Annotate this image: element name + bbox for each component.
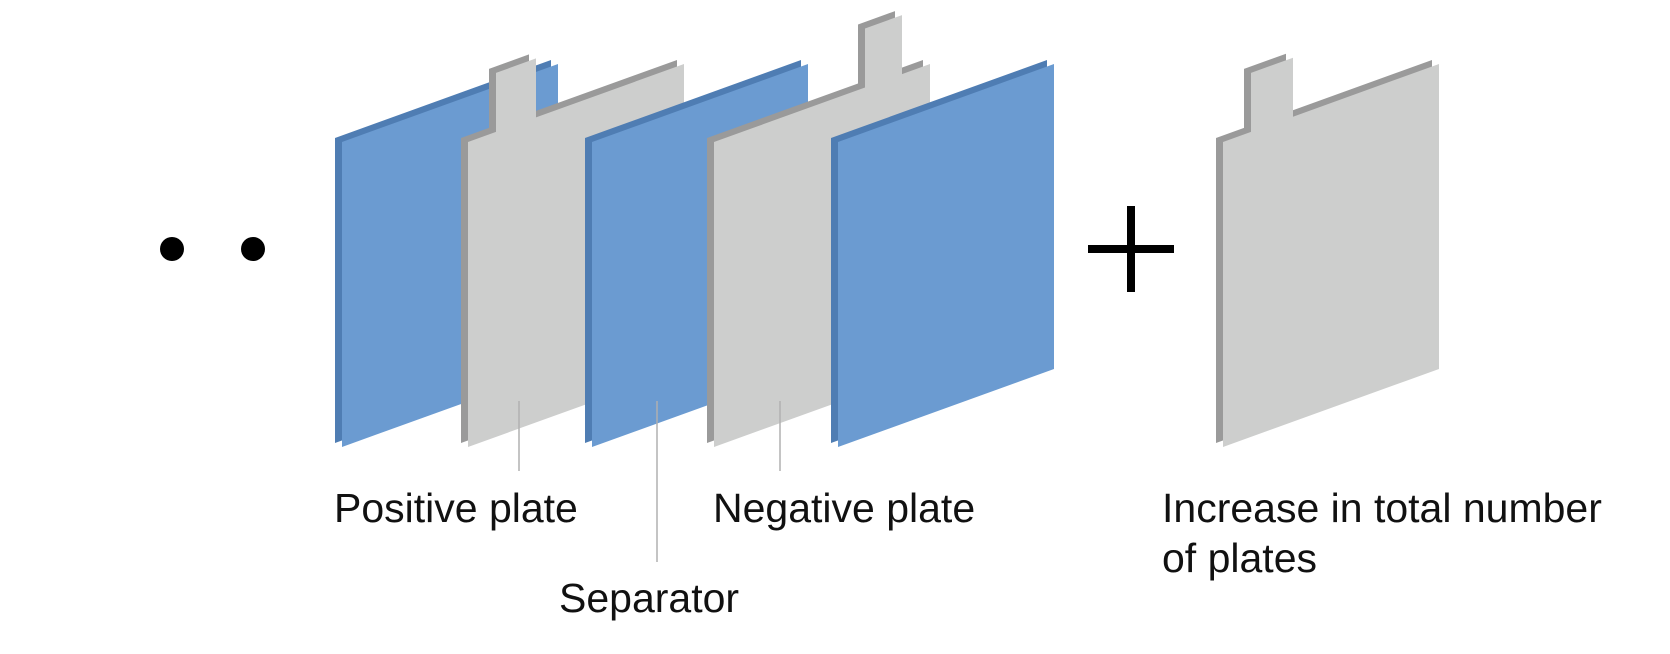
plus-icon [1088,206,1174,292]
plus-vertical [1127,206,1135,292]
ellipsis-dot [241,237,265,261]
added-plate [1216,53,1439,447]
added-plate-face [1223,57,1439,447]
label-positive-plate: Positive plate [334,485,578,531]
label-separator: Separator [559,575,739,621]
separator-3-face [838,64,1054,447]
plate-stack [335,11,1054,448]
separator-3 [831,60,1054,447]
leader-lines [518,401,781,562]
ellipsis-dot [160,237,184,261]
label-increase-line1: Increase in total number [1162,485,1602,531]
label-increase-line2: of plates [1162,535,1317,581]
label-negative-plate: Negative plate [713,485,975,531]
ellipsis-icon [160,237,265,261]
additional-plate [1216,53,1439,447]
